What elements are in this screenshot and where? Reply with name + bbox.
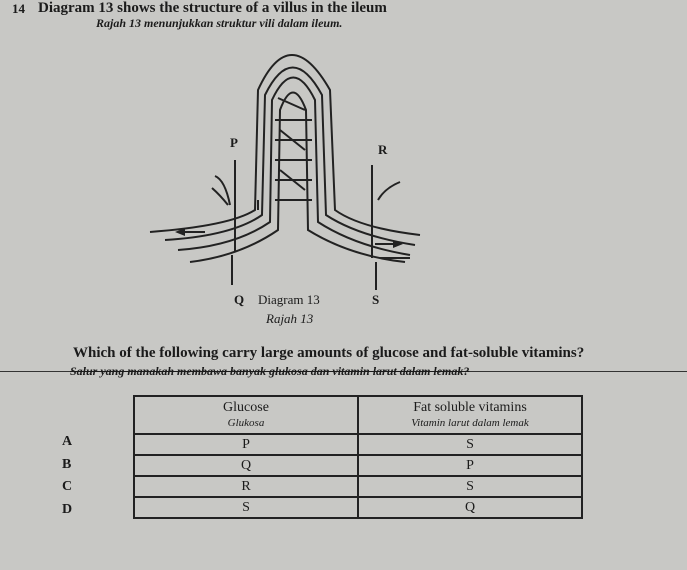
- cell-vitamins: S: [357, 433, 583, 456]
- header-vitamins-ms: Vitamin larut dalam lemak: [411, 416, 529, 429]
- option-c[interactable]: C: [62, 479, 73, 494]
- header-glucose-ms: Glukosa: [227, 416, 265, 429]
- diagram-caption-malay: Rajah 13: [266, 311, 314, 326]
- divider: [0, 371, 687, 372]
- option-b[interactable]: B: [62, 457, 72, 472]
- header-vitamins-en: Fat soluble vitamins: [413, 399, 527, 415]
- label-s: S: [372, 292, 380, 307]
- header-glucose-en: Glucose: [223, 399, 269, 415]
- cell-vitamins: P: [357, 454, 583, 477]
- option-a[interactable]: A: [62, 434, 73, 449]
- cell-vitamins: Q: [357, 496, 583, 519]
- label-r: R: [378, 142, 388, 157]
- prompt-text: Which of the following carry large amoun…: [73, 345, 585, 361]
- cell-glucose: P: [133, 433, 359, 456]
- villus-diagram: [149, 54, 421, 290]
- diagram-caption: Diagram 13: [258, 292, 320, 307]
- question-text: Diagram 13 shows the structure of a vill…: [38, 0, 387, 16]
- label-p: P: [230, 135, 238, 150]
- option-d[interactable]: D: [62, 502, 73, 517]
- cell-glucose: S: [133, 496, 359, 519]
- prompt-text-malay: Salur yang manakah membawa banyak glukos…: [70, 364, 470, 378]
- villus-outline: [149, 54, 421, 236]
- cell-glucose: Q: [133, 454, 359, 477]
- question-text-malay: Rajah 13 menunjukkan struktur vili dalam…: [96, 16, 343, 30]
- cell-glucose: R: [133, 475, 359, 498]
- question-number: 14: [12, 1, 25, 16]
- label-q: Q: [234, 292, 245, 307]
- cell-vitamins: S: [357, 475, 583, 498]
